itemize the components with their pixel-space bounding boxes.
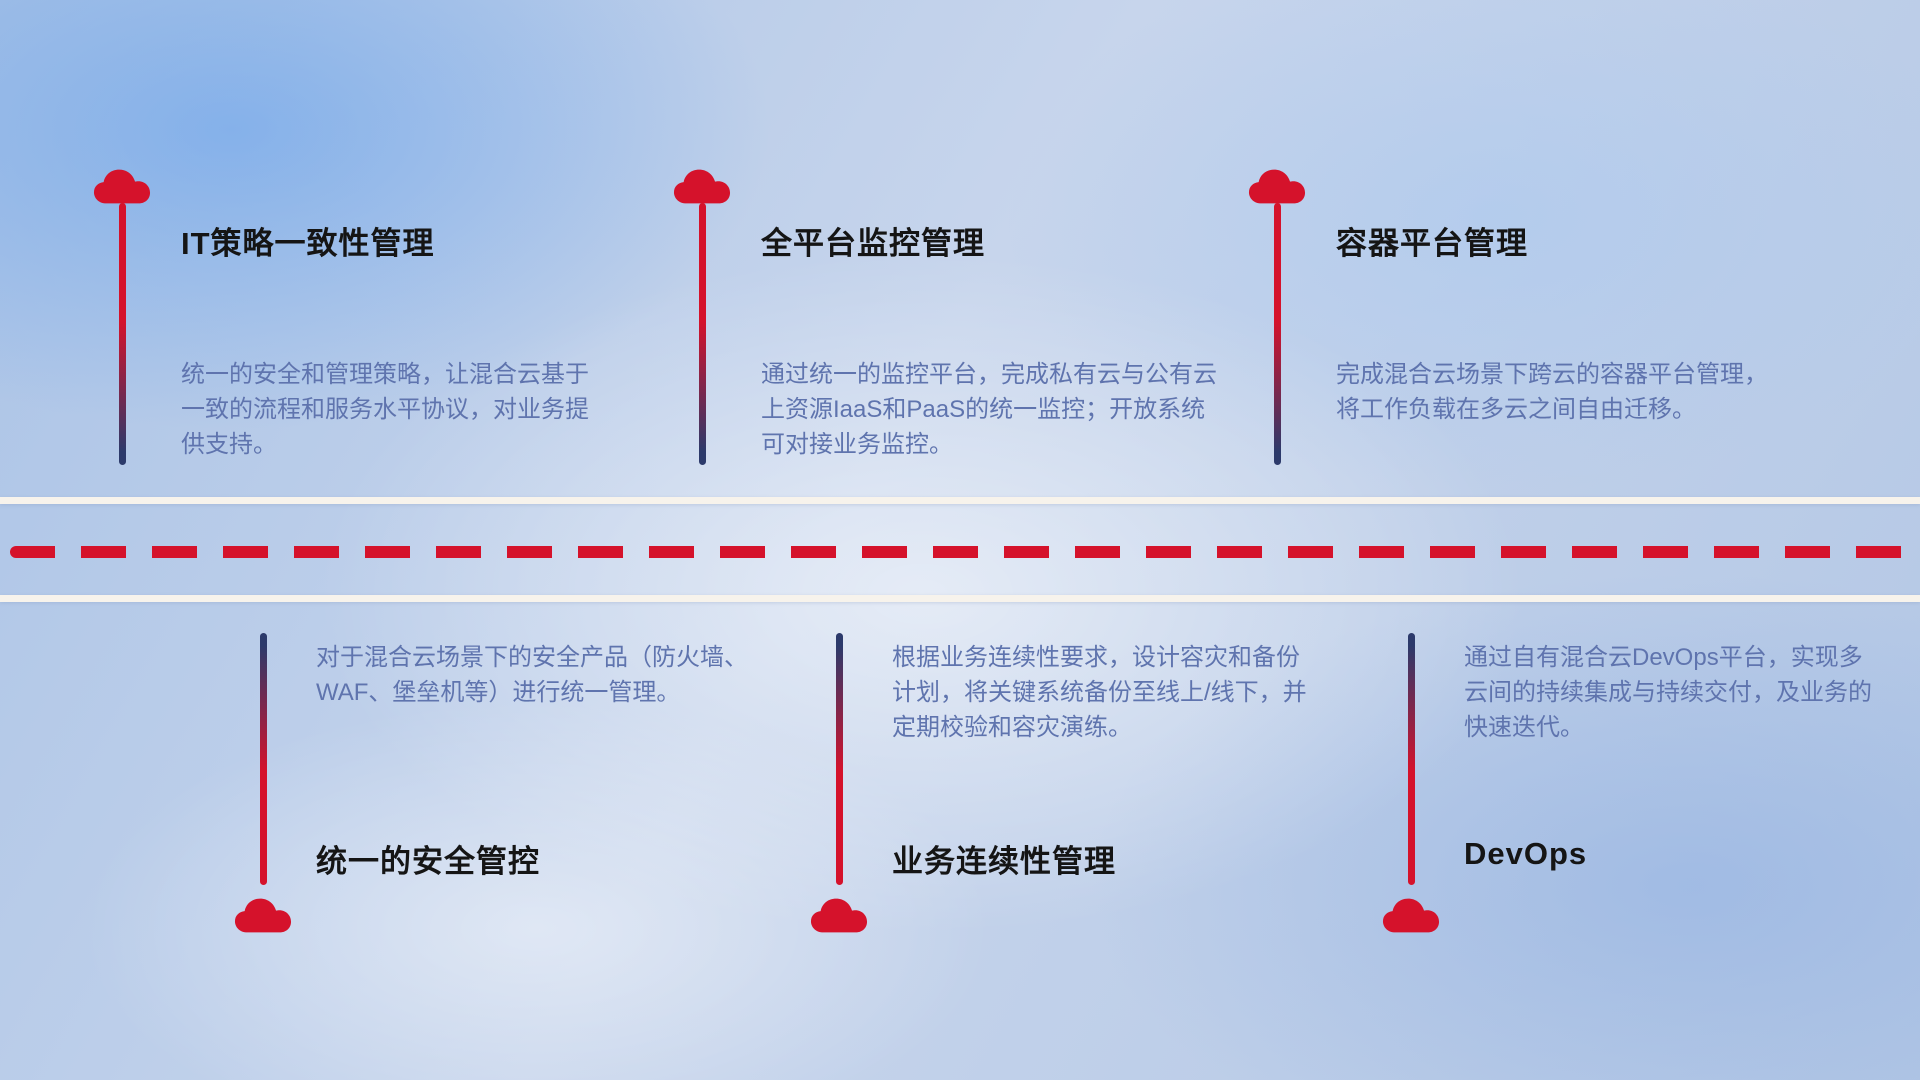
cloud-icon bbox=[1248, 167, 1306, 207]
stem-line bbox=[118, 203, 126, 465]
capability-description: 通过自有混合云DevOps平台，实现多云间的持续集成与持续交付，及业务的快速迭代… bbox=[1464, 644, 1872, 741]
capability-description: 根据业务连续性要求，设计容灾和备份计划，将关键系统备份至线上/线下，并定期校验和… bbox=[892, 644, 1307, 741]
cloud-icon bbox=[673, 167, 731, 207]
cloud-icon bbox=[1382, 896, 1440, 936]
capability-title: 容器平台管理 bbox=[1336, 226, 1528, 261]
stem-line bbox=[1407, 633, 1415, 885]
road-center-dashed-line bbox=[10, 546, 1910, 558]
road-edge-line-top bbox=[0, 497, 1920, 504]
stem-line bbox=[835, 633, 843, 885]
cloud-icon bbox=[93, 167, 151, 207]
stem-line bbox=[698, 203, 706, 465]
cloud-icon bbox=[810, 896, 868, 936]
cloud-icon bbox=[234, 896, 292, 936]
capability-description: 完成混合云场景下跨云的容器平台管理，将工作负载在多云之间自由迁移。 bbox=[1336, 361, 1768, 423]
capability-description: 统一的安全和管理策略，让混合云基于一致的流程和服务水平协议，对业务提供支持。 bbox=[181, 361, 589, 458]
capability-title: 业务连续性管理 bbox=[892, 844, 1116, 879]
capability-title: 统一的安全管控 bbox=[316, 844, 540, 879]
capability-description: 对于混合云场景下的安全产品（防火墙、WAF、堡垒机等）进行统一管理。 bbox=[316, 644, 748, 706]
capability-title: DevOps bbox=[1464, 836, 1588, 871]
stem-line bbox=[259, 633, 267, 885]
road-edge-line-bottom bbox=[0, 595, 1920, 602]
capability-description: 通过统一的监控平台，完成私有云与公有云上资源IaaS和PaaS的统一监控；开放系… bbox=[761, 361, 1217, 458]
capability-title: IT策略一致性管理 bbox=[181, 226, 435, 261]
stem-line bbox=[1273, 203, 1281, 465]
capability-title: 全平台监控管理 bbox=[761, 226, 985, 261]
